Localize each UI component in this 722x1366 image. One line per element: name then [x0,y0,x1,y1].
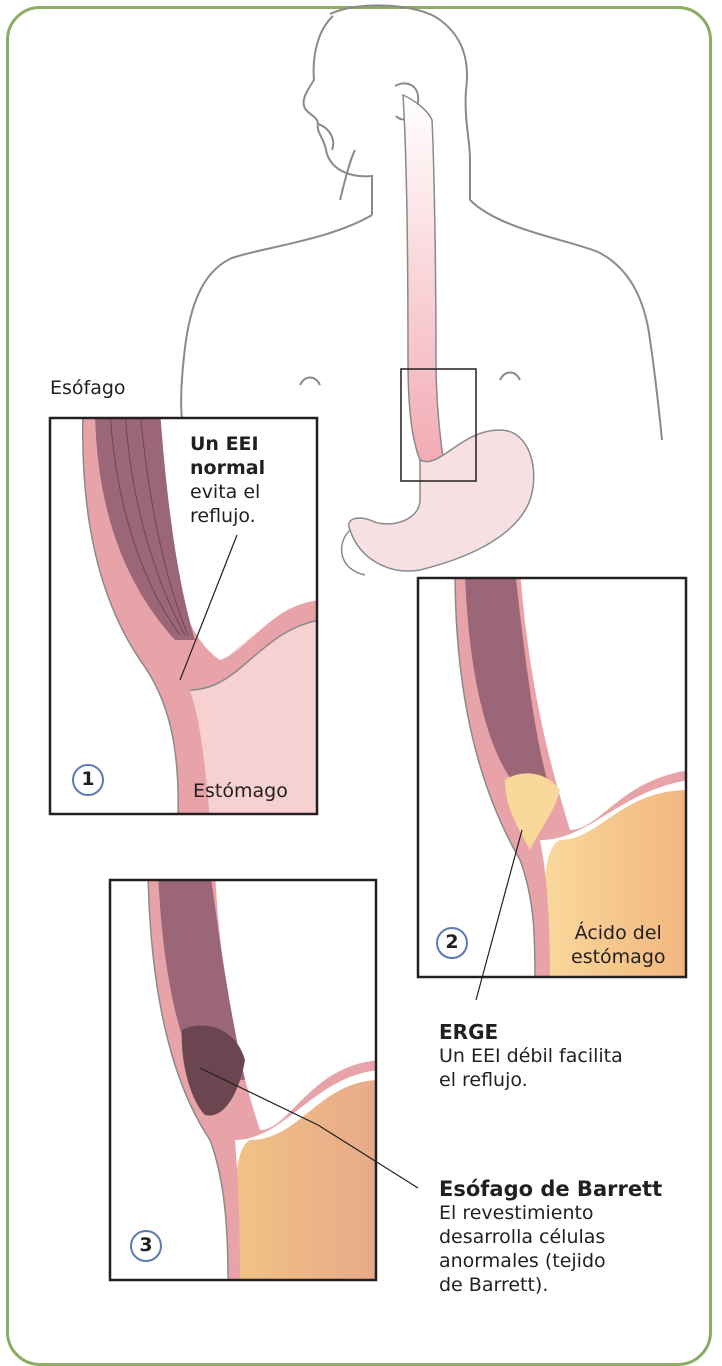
erge-line-2: el reflujo. [439,1069,528,1091]
badge-1: 1 [72,764,104,796]
barrett-line-2: desarrolla células [439,1226,605,1248]
panel-1-bold-2: normal [190,457,265,479]
label-esofago: Esófago [50,376,126,400]
erge-line-1: Un EEI débil facilita [439,1045,623,1067]
barrett-line-3: anormales (tejido [439,1250,606,1272]
badge-3: 3 [130,1230,162,1262]
label-estomago: Estómago [193,779,288,803]
panel-1-line-4: reflujo. [190,505,256,527]
label-acido: Ácido del estómago [571,921,666,969]
panel-1-line-3: evita el [190,481,260,503]
panel-3 [110,870,380,1280]
barrett-line-1: El revestimiento [439,1202,594,1224]
erge-title: ERGE [439,1020,623,1044]
badge-2: 2 [436,927,468,959]
barrett-title: Esófago de Barrett [439,1177,662,1201]
barrett-line-4: de Barrett). [439,1274,548,1296]
acido-line-2: estómago [571,946,666,968]
barrett-caption: Esófago de Barrett El revestimiento desa… [439,1177,662,1297]
acido-line-1: Ácido del [575,922,662,944]
panel-2 [418,570,690,980]
body-esophagus [342,95,534,575]
erge-caption: ERGE Un EEI débil facilita el reflujo. [439,1020,623,1092]
panel-1-caption: Un EEI normal evita el reflujo. [190,432,265,528]
panel-1 [50,410,320,820]
panel-1-bold-1: Un EEI [190,433,259,455]
